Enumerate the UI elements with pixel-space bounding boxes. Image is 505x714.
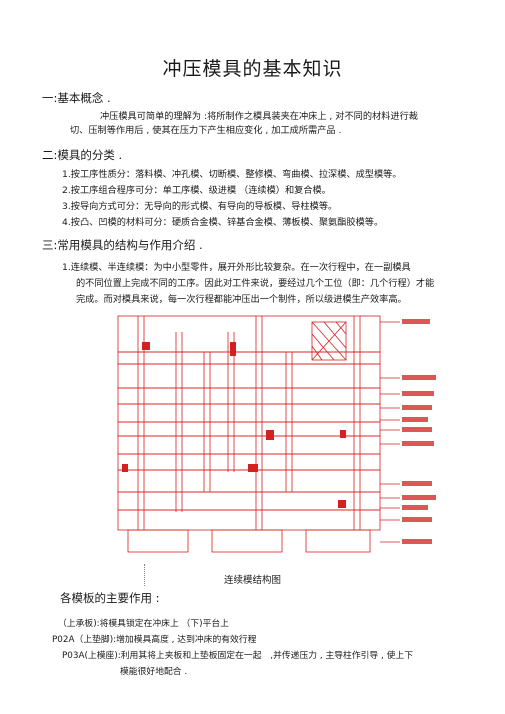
section-heading-classification: 二:模具的分类 . <box>42 148 123 162</box>
section-heading-concept: 一:基本概念 . <box>42 91 111 105</box>
classification-item-3: 3.按导向方式可分：无导向的形式模、有导向的导板模、导柱模等。 <box>62 201 338 212</box>
structure-line-3: 完成。而对模具来说，每一次行程都能冲压出一个制件，所以级进模生产效率高。 <box>76 294 407 305</box>
plate-line-3: P03A(上模座):利用其将上夹板和上垫板固定在一起 ,并传递压力 , 主导柱作… <box>62 651 414 661</box>
progressive-die-drawing <box>117 315 436 553</box>
section-heading-structure: 三:常用模具的结构与作用介绍 . <box>42 238 203 252</box>
figure-caption: 连续模结构图 <box>223 575 281 586</box>
classification-item-4: 4.按凸、凹模的材料可分：硬质合金模、锌基合金模、薄板模、聚氨酯胶模等。 <box>62 217 384 228</box>
page-title: 冲压模具的基本知识 <box>162 58 343 80</box>
dotted-margin-line <box>144 564 145 586</box>
plate-line-1: （上承板):将模具锁定在冲床上 （下)平台上 <box>58 619 229 629</box>
plate-line-2: P02A（上垫脚):增加模具高度 , 达到冲床的有效行程 <box>52 635 257 645</box>
structure-line-2: 的不同位置上完成不同的工序。因此对工件来说，要经过几个工位（即：几个行程）才能 <box>76 278 435 289</box>
concept-line-2: 切、压制等作用后 , 使其在压力下产生相应变化 , 加工成所需产品 . <box>70 125 342 136</box>
plates-heading: 各模板的主要作用 : <box>60 591 160 605</box>
plate-line-4: 模能很好地配合 . <box>120 667 188 677</box>
classification-item-2: 2.按工序组合程序可分：单工序模、级进模 （连续模）和复合模。 <box>62 185 331 196</box>
classification-item-1: 1.按工序性质分：落料模、冲孔模、切断模、整修模、弯曲模、拉深模、成型模等。 <box>62 169 402 180</box>
structure-line-1: 1.连续模、半连续模：为中小型零件，展开外形比较复杂。在一次行程中，在一副模具 <box>62 262 411 273</box>
concept-line-1: 冲压模具可简单的理解为 :将所制作之模具装夹在冲床上 , 对不同的材料进行裁 <box>100 111 418 122</box>
